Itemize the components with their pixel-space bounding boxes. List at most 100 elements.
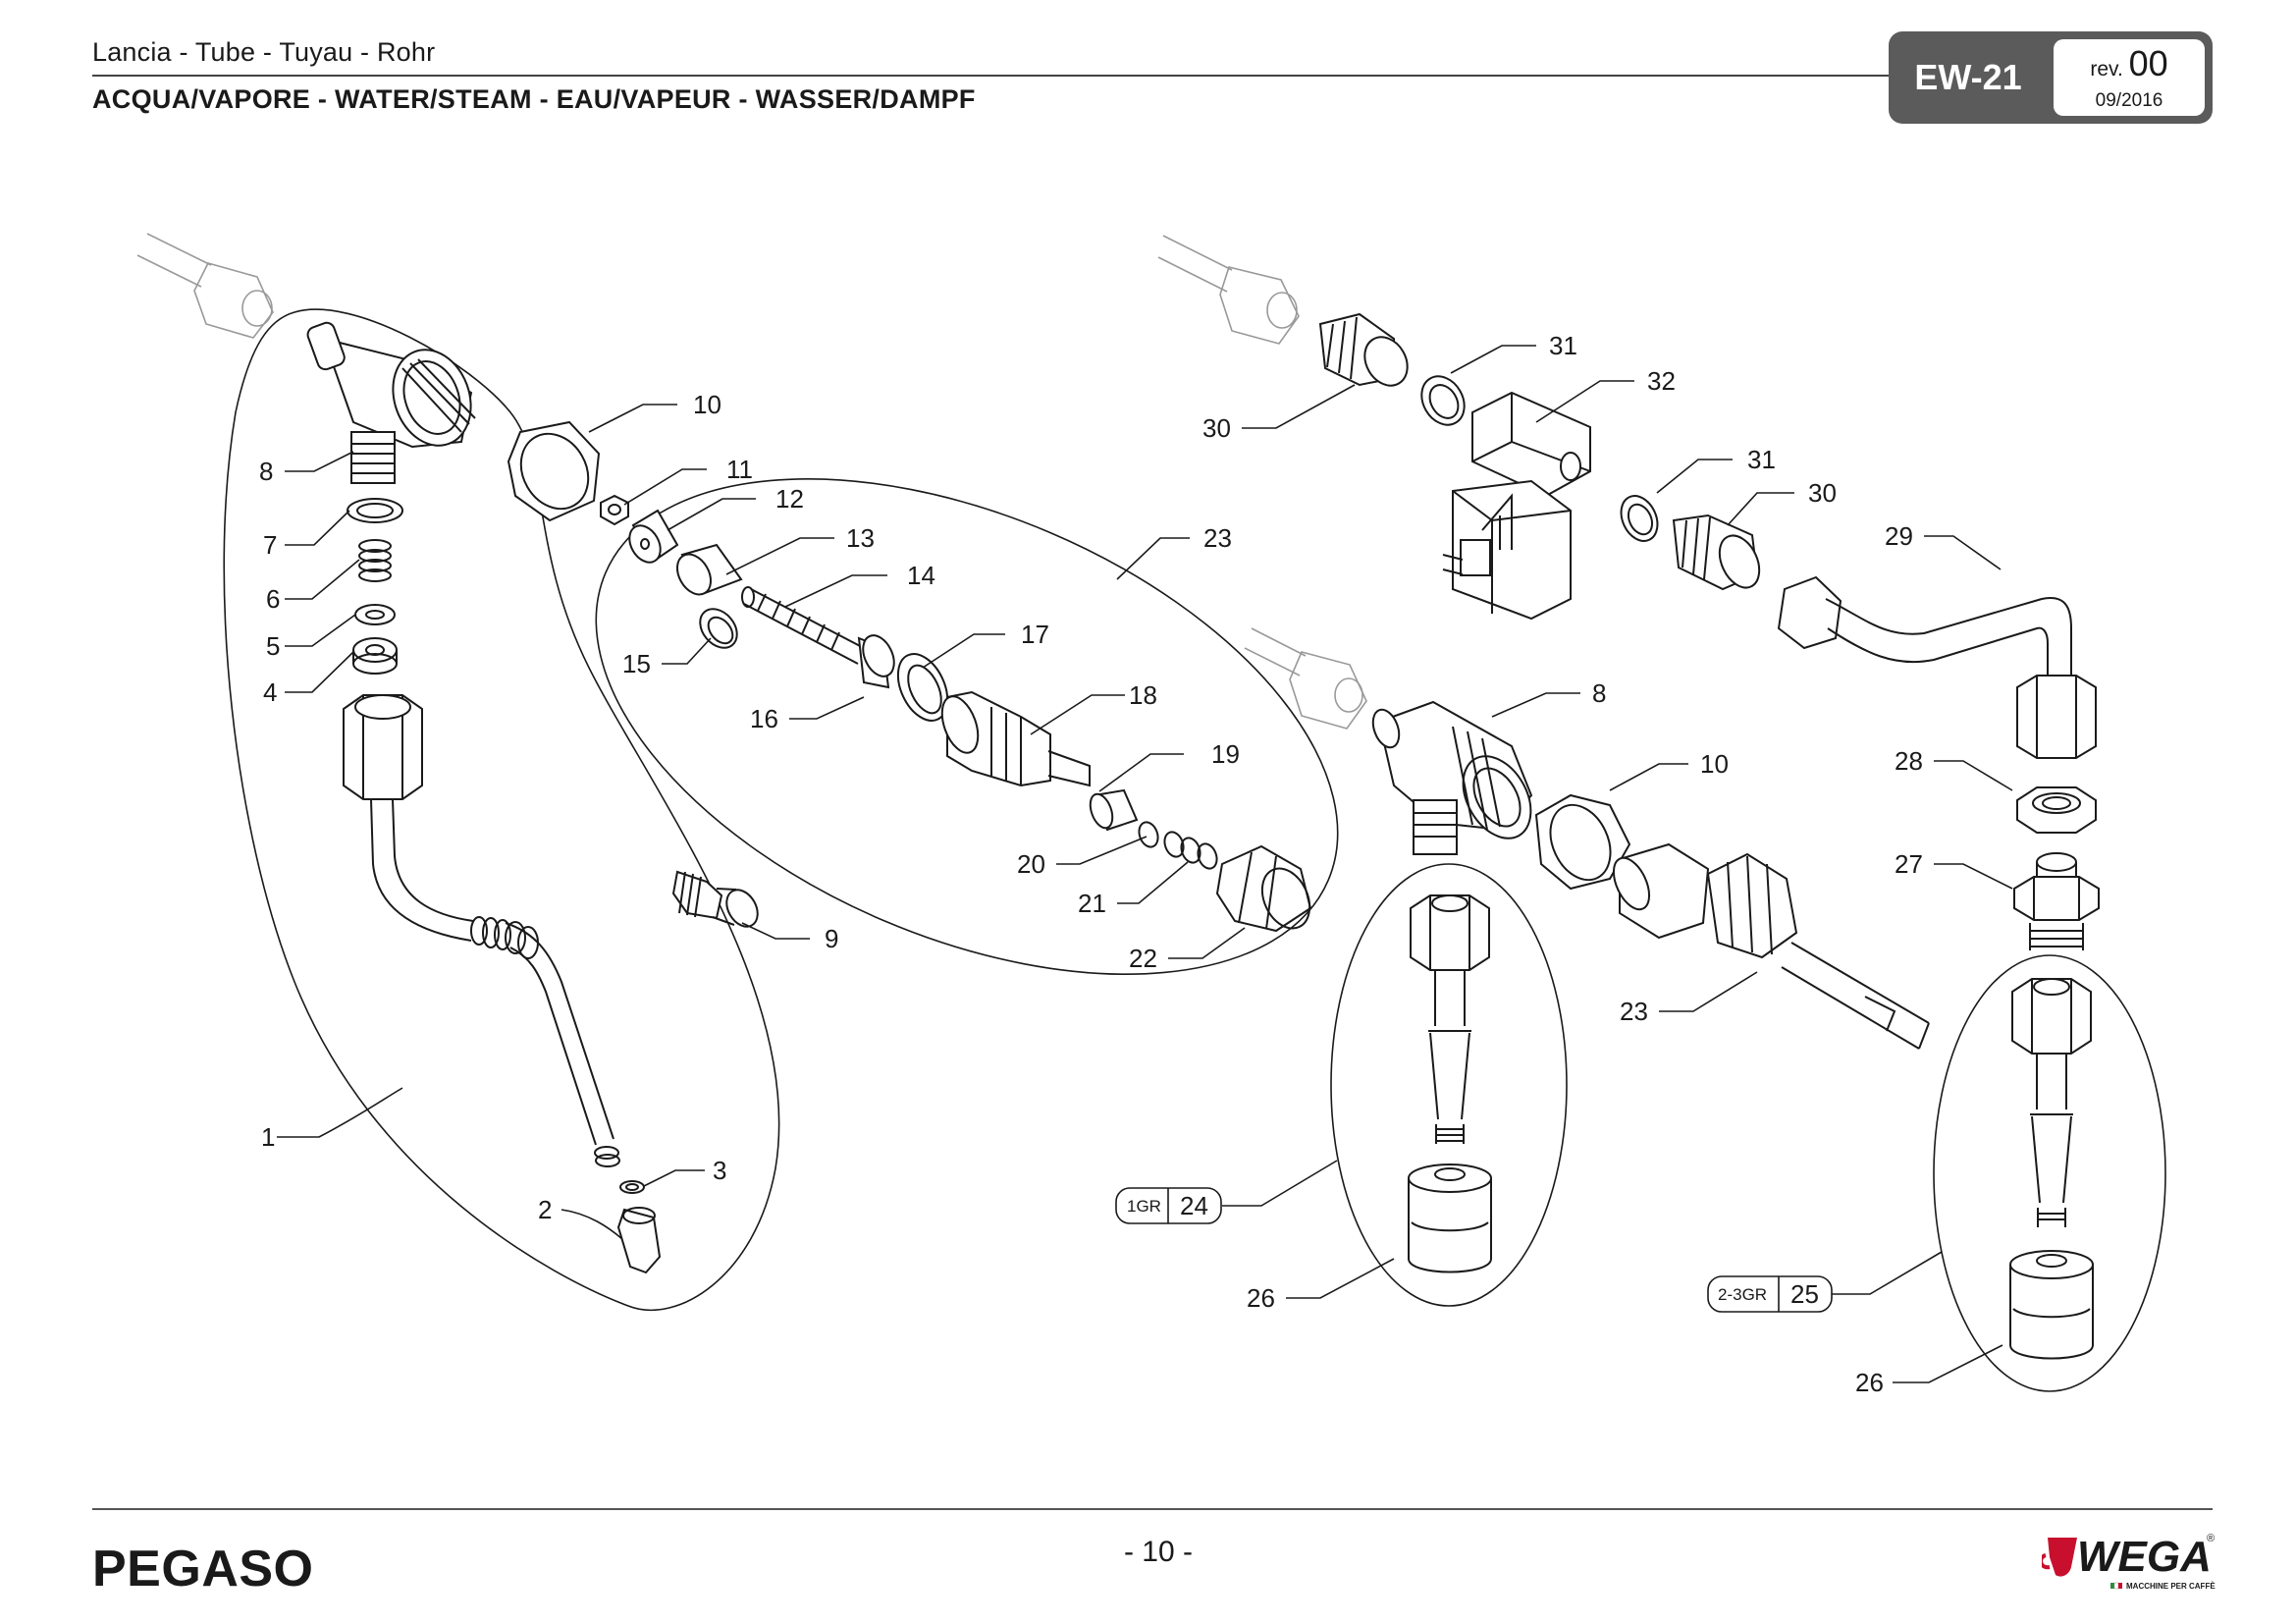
- callout-31-right: 31: [1747, 445, 1776, 474]
- part-25-steam-tip-2-3gr: [2011, 978, 2092, 1227]
- callout-18: 18: [1129, 680, 1157, 710]
- document-code: EW-21: [1914, 57, 2022, 97]
- part-32-solenoid-valve: [1442, 391, 1591, 621]
- callout-15: 15: [622, 649, 651, 678]
- callout-numbers: 8 7 6 5 4 1 2 3 9 10 11 12 13 14 15 16 1…: [259, 331, 1923, 1397]
- part-23-tap-valve: [1612, 842, 1930, 1050]
- part-7-gasket: [347, 498, 403, 523]
- callout-26-left: 26: [1247, 1283, 1275, 1313]
- callout-21: 21: [1078, 889, 1106, 918]
- part-15-circlip: [699, 608, 738, 649]
- callout-19: 19: [1211, 739, 1240, 769]
- callout-30-top: 30: [1202, 413, 1231, 443]
- revision-label: rev.: [2090, 58, 2123, 81]
- left-group-outline: [223, 308, 780, 1311]
- callout-23-center: 23: [1203, 523, 1232, 553]
- part-31-gasket-right: [1620, 495, 1659, 542]
- group-25-outline: [1933, 954, 2166, 1392]
- part-19-sleeve: [1089, 788, 1139, 832]
- part-28-locknut: [2016, 786, 2097, 834]
- callout-22: 22: [1129, 944, 1157, 973]
- revision-line: rev. 00: [2054, 43, 2205, 84]
- leader-lines: [277, 345, 2013, 1383]
- callout-7: 7: [263, 530, 277, 560]
- center-group-outline: [595, 478, 1339, 975]
- logo-cup-mark: [2048, 1538, 2077, 1577]
- callout-24-group: 1GR: [1127, 1197, 1161, 1216]
- part-4-seal: [352, 637, 398, 675]
- model-name: PEGASO: [92, 1541, 314, 1597]
- part-29-bent-tube: [1777, 575, 2097, 759]
- part-27-adapter: [2013, 852, 2100, 950]
- callout-30-right: 30: [1808, 478, 1837, 508]
- logo-flag-green: [2110, 1583, 2114, 1589]
- callout-6: 6: [266, 584, 280, 614]
- callout-17: 17: [1021, 620, 1049, 649]
- logo-tagline: MACCHINE PER CAFFÈ: [2126, 1582, 2216, 1591]
- callout-5: 5: [266, 631, 280, 661]
- logo-wordmark: WEGA: [2077, 1533, 2212, 1581]
- part-26-cap-2-3gr: [2009, 1250, 2094, 1360]
- part-9-fitting: [671, 870, 759, 928]
- callout-16: 16: [750, 704, 778, 733]
- callout-29: 29: [1885, 521, 1913, 551]
- callout-10-right: 10: [1700, 749, 1729, 779]
- callout-24: 24: [1180, 1191, 1208, 1220]
- part-8-elbow-right: [1371, 700, 1533, 855]
- page-number: - 10 -: [1123, 1536, 1194, 1568]
- logo-registered-mark: ®: [2207, 1533, 2215, 1544]
- part-26-cap-1gr: [1408, 1164, 1492, 1273]
- tag-2-3gr-box: [1707, 1275, 1833, 1313]
- part-2-nozzle: [616, 1207, 662, 1274]
- callout-9: 9: [825, 924, 838, 953]
- document-code-badge: EW-21 rev. 00 09/2016: [1889, 31, 2213, 124]
- ghost-pipe-mid: [1244, 627, 1367, 730]
- part-12-bushing: [628, 509, 679, 564]
- ghost-pipe-top: [1157, 235, 1300, 345]
- part-30-nipple-top: [1318, 312, 1409, 387]
- part-10-nut-left: [507, 420, 601, 522]
- part-5-washer: [354, 604, 396, 625]
- part-21-orings: [1163, 831, 1218, 870]
- part-20-oring: [1138, 821, 1159, 848]
- callout-23-right: 23: [1620, 997, 1648, 1026]
- revision-number: 00: [2128, 43, 2168, 83]
- part-17-gasket: [896, 653, 949, 722]
- callout-20: 20: [1017, 849, 1045, 879]
- callout-25-group: 2-3GR: [1718, 1285, 1767, 1304]
- part-14-spring-stem: [741, 586, 865, 665]
- callout-12: 12: [775, 484, 804, 514]
- part-11-small-nut: [600, 494, 629, 526]
- callout-4: 4: [263, 677, 277, 707]
- part-16-valve-body: [857, 634, 895, 689]
- revision-box: rev. 00 09/2016: [2054, 39, 2205, 116]
- ghost-pipe-left: [136, 233, 274, 339]
- logo-flag-red: [2118, 1583, 2122, 1589]
- callout-2: 2: [538, 1195, 552, 1224]
- callout-1: 1: [261, 1122, 275, 1152]
- callout-32: 32: [1647, 366, 1676, 396]
- callout-13: 13: [846, 523, 875, 553]
- part-1-steam-tube: [343, 694, 620, 1167]
- part-18-valve-seat: [940, 690, 1091, 787]
- header-subtitle: ACQUA/VAPORE - WATER/STEAM - EAU/VAPEUR …: [92, 84, 976, 114]
- callout-8-left: 8: [259, 457, 273, 486]
- part-30-nipple-right: [1672, 514, 1761, 591]
- callout-31-top: 31: [1549, 331, 1577, 360]
- wega-logo: WEGA ® MACCHINE PER CAFFÈ: [2042, 1533, 2216, 1591]
- header-title: Lancia - Tube - Tuyau - Rohr: [92, 37, 436, 67]
- revision-date: 09/2016: [2095, 90, 2163, 111]
- footer-rule: [92, 1508, 2213, 1510]
- callout-27: 27: [1895, 849, 1923, 879]
- part-24-steam-tip-1gr: [1410, 894, 1490, 1144]
- callout-10-left: 10: [693, 390, 721, 419]
- part-3-oring: [619, 1180, 645, 1194]
- part-31-gasket-top: [1420, 375, 1466, 426]
- part-8-elbow-left: [306, 321, 476, 484]
- callout-3: 3: [713, 1156, 726, 1185]
- callout-26-right: 26: [1855, 1368, 1884, 1397]
- part-22-cap-nut: [1215, 844, 1312, 933]
- callout-14: 14: [907, 561, 935, 590]
- callout-8-right: 8: [1592, 678, 1606, 708]
